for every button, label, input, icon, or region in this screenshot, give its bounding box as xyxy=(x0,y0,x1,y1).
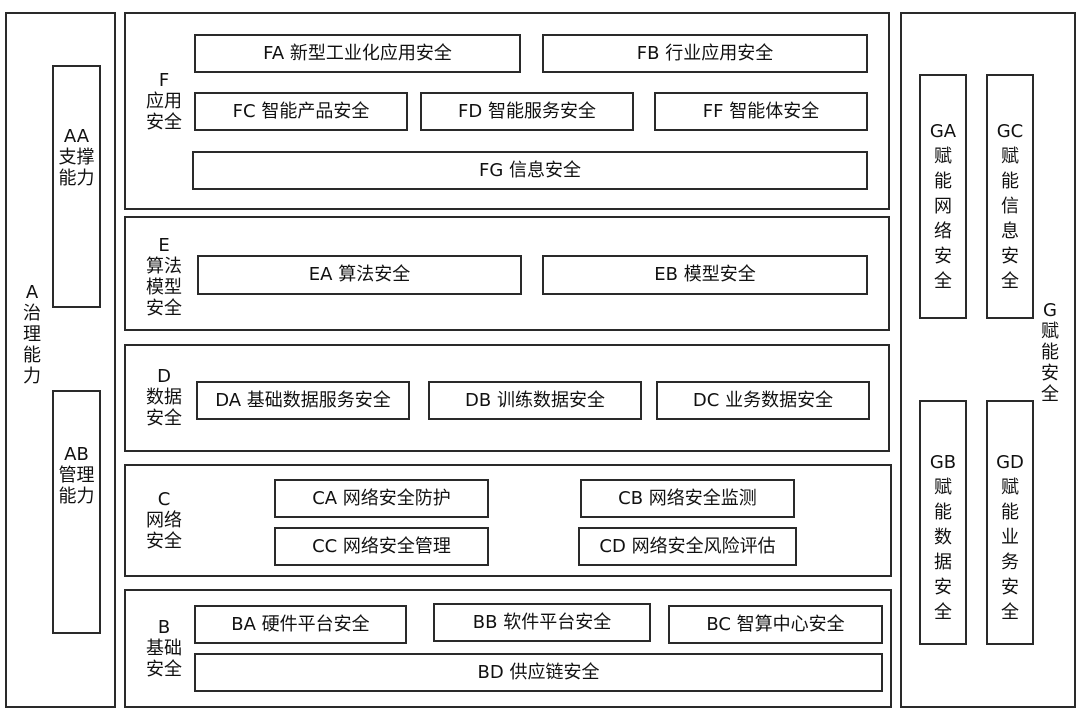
gc-information-box xyxy=(986,74,1034,319)
ea-item: EA 算法安全 xyxy=(197,255,522,295)
a-governance-label: A 治 理 能 力 xyxy=(23,282,41,387)
ff-item: FF 智能体安全 xyxy=(654,92,868,131)
gc-information-label: GC 赋 能 信 息 安 全 xyxy=(996,121,1024,292)
e-algorithm-label: E 算法 模型 安全 xyxy=(146,235,182,319)
d-data-label: D 数据 安全 xyxy=(146,366,182,429)
ba-item: BA 硬件平台安全 xyxy=(194,605,407,644)
ga-network-box xyxy=(919,74,967,319)
aa-support-label: AA 支撑 能力 xyxy=(58,126,95,189)
ga-network-label: GA 赋 能 网 络 安 全 xyxy=(929,121,957,292)
g-empowerment-label: G 赋 能 安 全 xyxy=(1041,300,1059,405)
fa-item: FA 新型工业化应用安全 xyxy=(194,34,521,73)
fd-item: FD 智能服务安全 xyxy=(420,92,634,131)
ca-item: CA 网络安全防护 xyxy=(274,479,489,518)
bd-item: BD 供应链安全 xyxy=(194,653,883,692)
cb-item: CB 网络安全监测 xyxy=(580,479,795,518)
da-item: DA 基础数据服务安全 xyxy=(196,381,410,420)
ab-management-box xyxy=(52,390,101,634)
fg-item: FG 信息安全 xyxy=(192,151,868,190)
ab-management-label: AB 管理 能力 xyxy=(58,444,95,507)
b-foundation-label: B 基础 安全 xyxy=(146,617,182,680)
db-item: DB 训练数据安全 xyxy=(428,381,642,420)
aa-support-box xyxy=(52,65,101,308)
gb-data-box xyxy=(919,400,967,645)
f-application-label: F 应用 安全 xyxy=(146,70,182,133)
gd-business-box xyxy=(986,400,1034,645)
bc-item: BC 智算中心安全 xyxy=(668,605,883,644)
dc-item: DC 业务数据安全 xyxy=(656,381,870,420)
gb-data-label: GB 赋 能 数 据 安 全 xyxy=(929,452,957,623)
fc-item: FC 智能产品安全 xyxy=(194,92,408,131)
bb-item: BB 软件平台安全 xyxy=(433,603,651,642)
cc-item: CC 网络安全管理 xyxy=(274,527,489,566)
eb-item: EB 模型安全 xyxy=(542,255,868,295)
cd-item: CD 网络安全风险评估 xyxy=(578,527,797,566)
c-network-label: C 网络 安全 xyxy=(146,489,182,552)
fb-item: FB 行业应用安全 xyxy=(542,34,868,73)
gd-business-label: GD 赋 能 业 务 安 全 xyxy=(996,452,1024,623)
